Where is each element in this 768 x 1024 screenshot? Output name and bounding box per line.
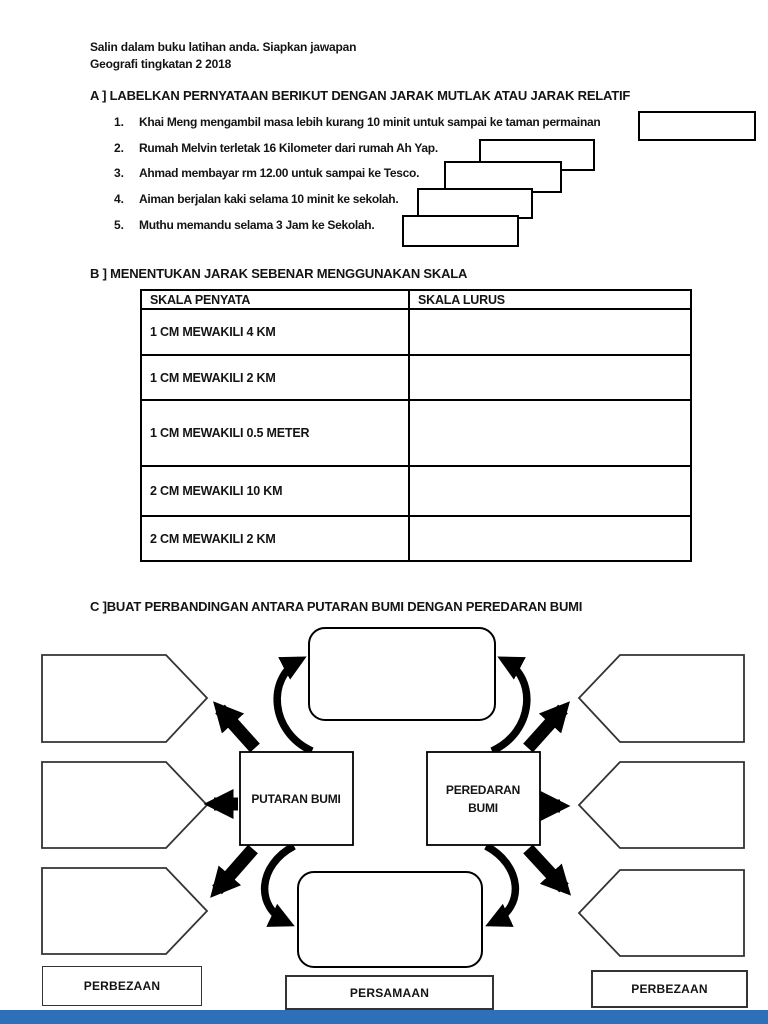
arrow-to-left-tag-1 [213, 701, 260, 753]
arrow-to-left-tag-3 [210, 844, 258, 898]
table-cell-answer[interactable] [408, 399, 692, 467]
table-cell-scale-statement: 2 CM MEWAKILI 10 KM [140, 465, 410, 517]
putaran-bumi-box [239, 751, 354, 846]
arc-arrow-top-left [273, 656, 314, 755]
blank-tag-right-2[interactable] [577, 761, 745, 849]
answer-box-5[interactable] [402, 215, 519, 247]
putaran-bumi-label: PUTARAN BUMI [251, 792, 340, 806]
blank-tag-right-3[interactable] [577, 869, 745, 957]
item-text: Aiman berjalan kaki selama 10 minit ke s… [139, 192, 399, 206]
blank-tag-right-1[interactable] [577, 654, 745, 743]
item-number: 5. [114, 218, 125, 232]
answer-box-1[interactable] [638, 111, 756, 141]
comparison-diagram: PUTARAN BUMI PEREDARAN BUMI [41, 627, 745, 968]
arc-arrow-top-right [490, 656, 531, 755]
peredaran-bumi-box [426, 751, 541, 846]
arrow-to-right-tag-1 [523, 701, 570, 753]
section-b-heading: B ] MENENTUKAN JARAK SEBENAR MENGGUNAKAN… [90, 266, 468, 281]
item-text: Rumah Melvin terletak 16 Kilometer dari … [139, 141, 438, 155]
table-cell-scale-statement: 1 CM MEWAKILI 4 KM [140, 308, 410, 356]
label-text: PERBEZAAN [83, 979, 161, 993]
table-cell-scale-statement: 2 CM MEWAKILI 2 KM [140, 515, 410, 562]
label-text: PERSAMAAN [349, 985, 430, 1000]
footer-bar [0, 1010, 768, 1024]
arc-arrow-bottom-left [260, 842, 296, 927]
blank-node-top[interactable] [308, 627, 496, 721]
item-text: Muthu memandu selama 3 Jam ke Sekolah. [139, 218, 375, 232]
peredaran-bumi-label-line2: BUMI [468, 801, 498, 815]
section-c-heading: C ]BUAT PERBANDINGAN ANTARA PUTARAN BUMI… [90, 599, 583, 614]
item-text: Ahmad membayar rm 12.00 untuk sampai ke … [139, 166, 420, 180]
arc-arrow-bottom-right [484, 842, 520, 927]
table-cell-answer[interactable] [408, 515, 692, 562]
label-box-perbezaan-left: PERBEZAAN [42, 966, 202, 1006]
label-box-persamaan: PERSAMAAN [285, 975, 494, 1010]
label-text: PERBEZAAN [631, 982, 708, 996]
table-header-skala-penyata: SKALA PENYATA [140, 289, 410, 310]
blank-tag-left-1[interactable] [41, 654, 209, 743]
blank-node-bottom[interactable] [297, 871, 483, 968]
table-cell-scale-statement: 1 CM MEWAKILI 0.5 METER [140, 399, 410, 467]
item-number: 1. [114, 115, 125, 129]
label-box-perbezaan-right: PERBEZAAN [591, 970, 748, 1008]
blank-tag-left-3[interactable] [41, 867, 209, 955]
table-header-skala-lurus: SKALA LURUS [408, 289, 692, 310]
item-number: 3. [114, 166, 125, 180]
item-number: 2. [114, 141, 125, 155]
header-line-1: Salin dalam buku latihan anda. Siapkan j… [90, 40, 357, 54]
blank-tag-left-2[interactable] [41, 761, 209, 849]
table-cell-scale-statement: 1 CM MEWAKILI 2 KM [140, 354, 410, 401]
answer-box-4[interactable] [417, 188, 533, 219]
section-a-heading: A ] LABELKAN PERNYATAAN BERIKUT DENGAN J… [90, 88, 631, 103]
arrow-to-right-tag-3 [523, 844, 572, 896]
header-line-2: Geografi tingkatan 2 2018 [90, 57, 232, 71]
table-cell-answer[interactable] [408, 465, 692, 517]
peredaran-bumi-label-line1: PEREDARAN [446, 783, 520, 797]
scale-table: SKALA PENYATA SKALA LURUS 1 CM MEWAKILI … [140, 289, 692, 562]
table-cell-answer[interactable] [408, 354, 692, 401]
item-text: Khai Meng mengambil masa lebih kurang 10… [139, 115, 601, 129]
table-cell-answer[interactable] [408, 308, 692, 356]
item-number: 4. [114, 192, 125, 206]
